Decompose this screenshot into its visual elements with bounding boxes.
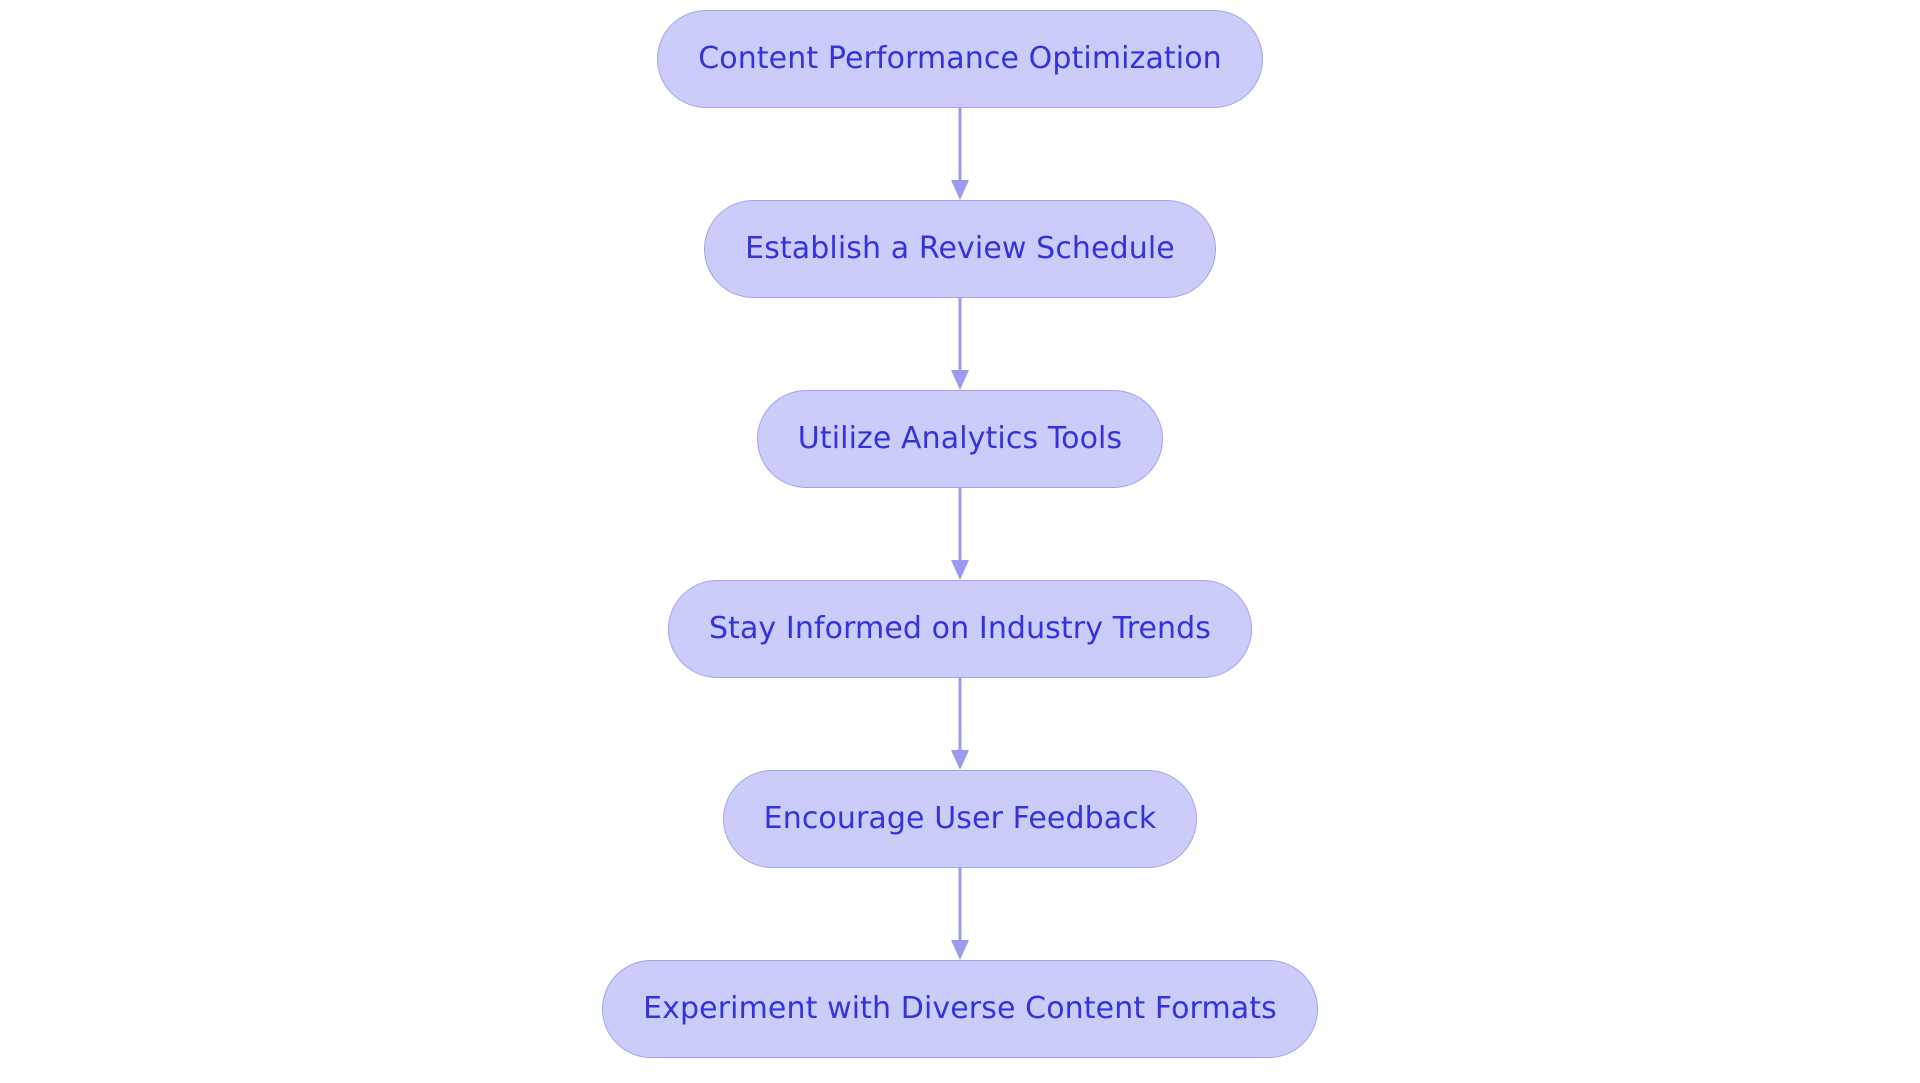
flow-connector-1 xyxy=(940,108,980,200)
flow-node-label: Encourage User Feedback xyxy=(763,801,1157,836)
flow-connector-3 xyxy=(940,488,980,580)
arrow-down-icon xyxy=(951,560,969,580)
arrow-down-icon xyxy=(951,370,969,390)
flow-node-experiment-with-diverse-content-formats[interactable]: Experiment with Diverse Content Formats xyxy=(602,960,1318,1058)
flow-node-encourage-user-feedback[interactable]: Encourage User Feedback xyxy=(722,770,1198,868)
connector-line xyxy=(958,108,962,184)
flow-node-content-performance-optimization[interactable]: Content Performance Optimization xyxy=(657,10,1263,108)
flow-node-label: Experiment with Diverse Content Formats xyxy=(643,991,1277,1026)
arrow-down-icon xyxy=(951,940,969,960)
flow-node-establish-a-review-schedule[interactable]: Establish a Review Schedule xyxy=(704,200,1216,298)
flow-node-utilize-analytics-tools[interactable]: Utilize Analytics Tools xyxy=(756,390,1164,488)
flow-node-stay-informed-on-industry-trends[interactable]: Stay Informed on Industry Trends xyxy=(667,580,1253,678)
flow-connector-4 xyxy=(940,678,980,770)
arrow-down-icon xyxy=(951,180,969,200)
connector-line xyxy=(958,298,962,374)
flow-node-label: Utilize Analytics Tools xyxy=(797,421,1123,456)
flow-connector-5 xyxy=(940,868,980,960)
flow-connector-2 xyxy=(940,298,980,390)
connector-line xyxy=(958,678,962,754)
connector-line xyxy=(958,868,962,944)
flow-node-label: Stay Informed on Industry Trends xyxy=(708,611,1212,646)
arrow-down-icon xyxy=(951,750,969,770)
flow-node-label: Establish a Review Schedule xyxy=(745,231,1175,266)
flow-node-label: Content Performance Optimization xyxy=(698,41,1222,76)
connector-line xyxy=(958,488,962,564)
